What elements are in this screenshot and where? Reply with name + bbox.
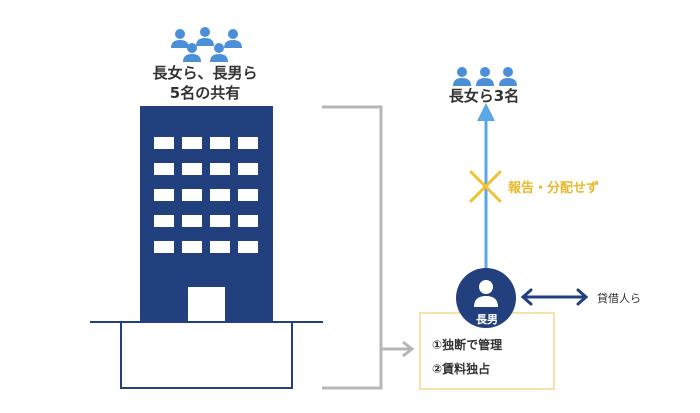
report-label: 報告・分配せず <box>508 181 600 196</box>
eldest-son-label: 長男 <box>476 313 498 326</box>
action-item-2: ②賃料独占 <box>432 362 491 376</box>
owners-label-line2: 5名の共有 <box>169 84 241 102</box>
double-arrow-icon <box>520 288 589 306</box>
tenants-label: 貸借人ら <box>597 292 641 305</box>
bracket-arrow <box>322 105 415 390</box>
land-outline <box>90 321 323 389</box>
cross-icon <box>469 170 502 203</box>
owners-label-line1: 長女ら、長男ら <box>152 64 258 82</box>
siblings-people-icon <box>453 67 517 86</box>
siblings-label: 長女ら3名 <box>448 87 520 105</box>
owners-label: 長女ら、長男ら 5名の共有 <box>120 63 290 103</box>
building-icon <box>140 106 273 321</box>
action-item-1: ①独断で管理 <box>432 338 503 352</box>
eldest-son-icon <box>456 268 516 328</box>
owners-people-icon <box>171 27 242 62</box>
